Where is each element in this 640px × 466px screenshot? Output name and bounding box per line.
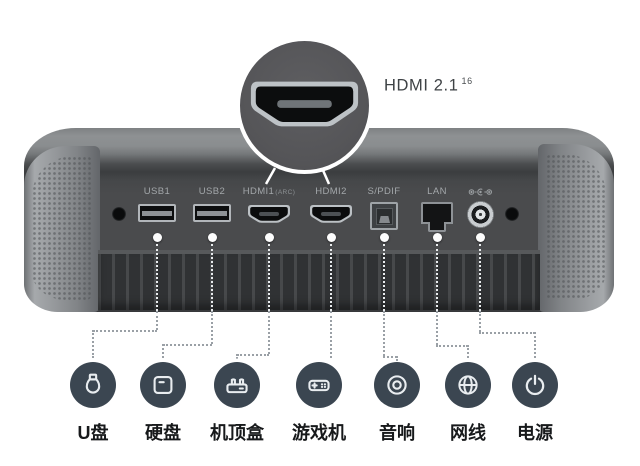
marker-dot	[152, 233, 162, 242]
leader-line	[330, 244, 332, 311]
marker-dot	[264, 233, 274, 242]
device-icon-u-disk	[70, 362, 116, 408]
screw-hole-right	[505, 207, 519, 221]
leader-line	[268, 244, 270, 311]
leader-line	[330, 311, 332, 358]
leader-line	[479, 332, 535, 334]
perforation-pattern	[546, 154, 606, 300]
speaker-grille-right	[538, 144, 614, 312]
hdmi1-port	[248, 205, 290, 223]
marker-dot	[326, 233, 336, 242]
usb1-label: USB1	[143, 186, 171, 197]
screw-hole-left	[112, 207, 126, 221]
leader-line	[162, 344, 164, 358]
leader-line	[156, 311, 158, 330]
device-icon-set-top-box	[214, 362, 260, 408]
marker-dot	[207, 233, 217, 242]
leader-line	[236, 354, 238, 359]
leader-line	[436, 311, 438, 345]
leader-line	[479, 311, 481, 332]
marker-dot	[432, 233, 442, 242]
vent-grille	[98, 250, 540, 310]
callout-title: HDMI 2.1	[384, 76, 459, 95]
marker-dot	[475, 233, 485, 242]
device-label-speaker: 音响	[379, 423, 415, 443]
device-label-set-top-box: 机顶盒	[210, 423, 264, 443]
lan-label: LAN	[427, 186, 447, 197]
device-icon-hard-disk	[140, 362, 186, 408]
usb-tongue	[197, 211, 227, 216]
callout-superscript: 16	[461, 76, 473, 86]
marker-dot	[379, 233, 389, 242]
hdmi2-label: HDMI2	[315, 186, 347, 197]
hdmi1-arc-sublabel: (ARC)	[275, 189, 296, 196]
optical-cavity	[376, 208, 393, 225]
leader-line	[396, 356, 398, 359]
lan-port	[421, 202, 453, 224]
device-label-power: 电源	[517, 423, 553, 443]
usb2-port	[193, 204, 231, 222]
leader-line	[479, 244, 481, 311]
usb-drive-icon	[85, 373, 101, 394]
device-label-game-console: 游戏机	[292, 423, 346, 443]
leader-line	[383, 356, 397, 358]
leader-line	[93, 330, 157, 332]
leader-line	[92, 330, 94, 358]
speaker-grille-left	[24, 146, 100, 312]
network-icon	[458, 375, 478, 395]
leader-line	[534, 332, 536, 358]
leader-line	[156, 244, 158, 311]
leader-line	[383, 311, 385, 356]
usb1-port	[138, 204, 176, 222]
hdmi-closeup-circle	[236, 37, 373, 174]
leader-line	[436, 244, 438, 311]
spdif-label: S/PDIF	[367, 186, 401, 197]
device-icon-power	[512, 362, 558, 408]
leader-line	[268, 311, 270, 354]
device-label-network: 网线	[450, 423, 486, 443]
lan-port-tab	[428, 222, 446, 232]
leader-line	[436, 345, 468, 347]
perforation-pattern	[32, 156, 92, 300]
device-label-hard-disk: 硬盘	[145, 423, 181, 443]
leader-line	[163, 344, 212, 346]
hdmi1-label: HDMI1(ARC)	[242, 186, 296, 197]
leader-line	[237, 354, 269, 356]
speaker-icon	[387, 375, 407, 395]
set-top-box-icon	[226, 378, 248, 394]
device-icon-speaker	[374, 362, 420, 408]
device-label-u-disk: U盘	[77, 423, 109, 443]
device-icon-network	[445, 362, 491, 408]
device-icon-game-console	[296, 362, 342, 408]
hard-disk-icon	[153, 376, 173, 394]
usb-tongue	[142, 211, 172, 216]
dc-power-jack	[467, 201, 494, 228]
leader-line	[467, 345, 469, 358]
leader-line	[211, 311, 213, 344]
dc-polarity-icon	[468, 188, 493, 196]
spdif-port	[370, 202, 398, 230]
hdmi2-port	[310, 205, 352, 223]
leader-line	[383, 244, 385, 311]
optical-shutter	[379, 216, 390, 223]
game-console-icon	[308, 379, 330, 392]
usb2-label: USB2	[198, 186, 226, 197]
leader-line	[211, 244, 213, 311]
power-icon	[525, 374, 545, 396]
hdmi-connector-graphic	[250, 81, 359, 127]
